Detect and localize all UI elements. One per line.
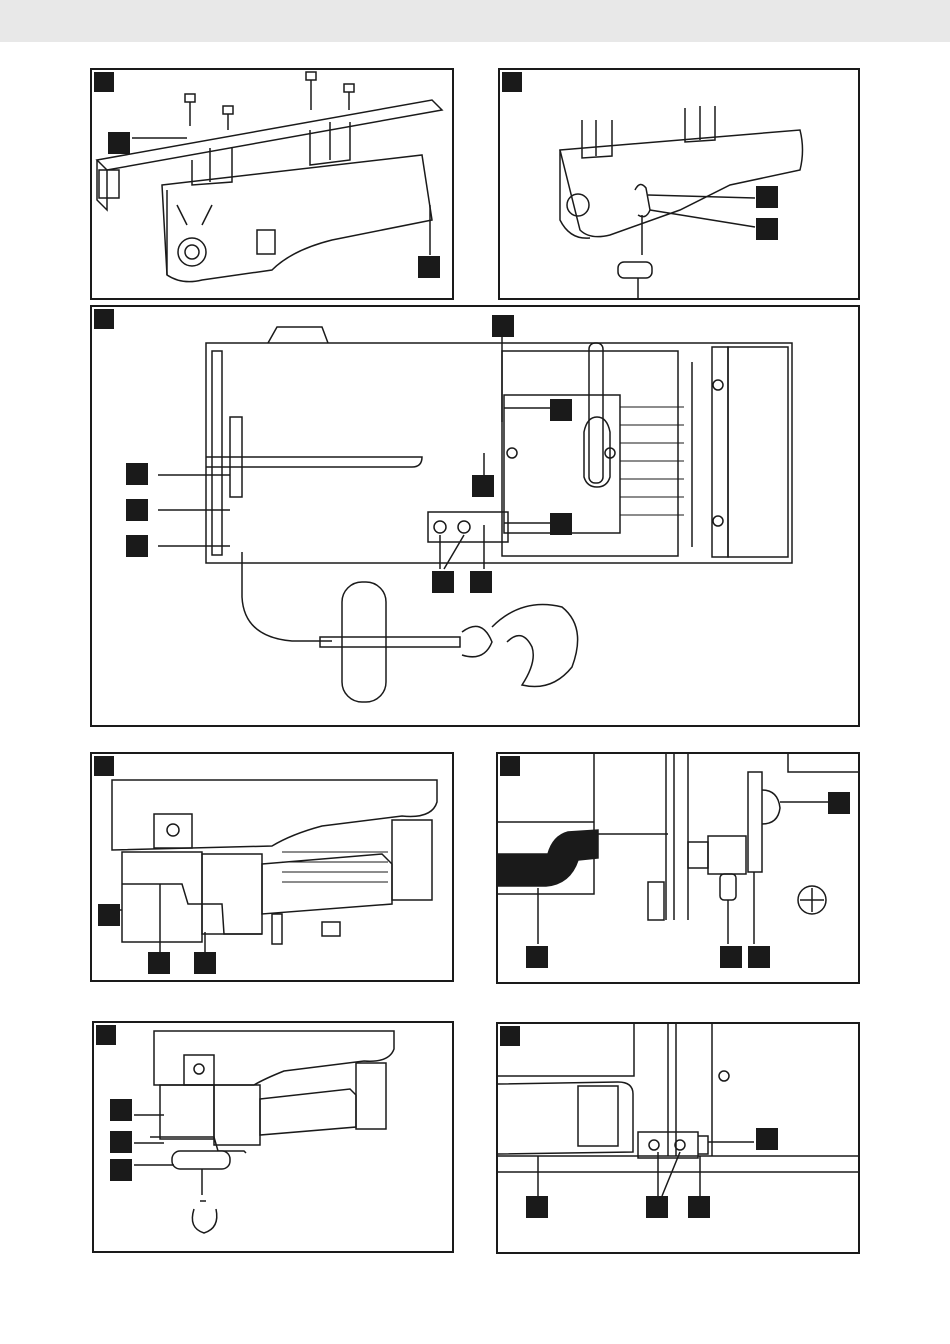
callout-marker [646,1196,668,1218]
callout-marker [550,513,572,535]
figure-panel-side-view [90,752,454,982]
callout-marker [756,1128,778,1150]
callout-marker [432,571,454,593]
callout-marker [550,399,572,421]
hoist-with-hook-illustration [94,1023,452,1251]
callout-marker [126,499,148,521]
figure-panel-mounting-brackets [90,68,454,300]
callout-marker [470,571,492,593]
callout-marker [194,952,216,974]
callout-marker [526,946,548,968]
callout-marker [720,946,742,968]
callout-marker [110,1099,132,1121]
callout-marker [756,186,778,208]
callout-marker [148,952,170,974]
hook-on-beam-illustration [500,70,858,298]
figure-panel-switch-mechanism [496,1022,860,1254]
callout-marker [126,463,148,485]
callout-marker [748,946,770,968]
figure-panel-hoist-overview [90,305,860,727]
callout-marker [526,1196,548,1218]
callout-marker [756,218,778,240]
callout-marker [492,315,514,337]
figure-panel-hoist-with-hook [92,1021,454,1253]
figure-panel-limit-switch-detail [496,752,860,984]
callout-marker [418,256,440,278]
callout-marker [110,1131,132,1153]
hoist-overview-illustration [92,307,858,725]
callout-marker [472,475,494,497]
top-gray-band [0,0,950,42]
side-view-illustration [92,754,452,980]
mounting-brackets-illustration [92,70,452,298]
limit-switch-detail-illustration [498,754,858,982]
callout-marker [688,1196,710,1218]
callout-marker [110,1159,132,1181]
callout-marker [98,904,120,926]
callout-marker [126,535,148,557]
callout-marker [828,792,850,814]
figure-panel-hook-on-beam [498,68,860,300]
callout-marker [108,132,130,154]
switch-mechanism-illustration [498,1024,858,1252]
